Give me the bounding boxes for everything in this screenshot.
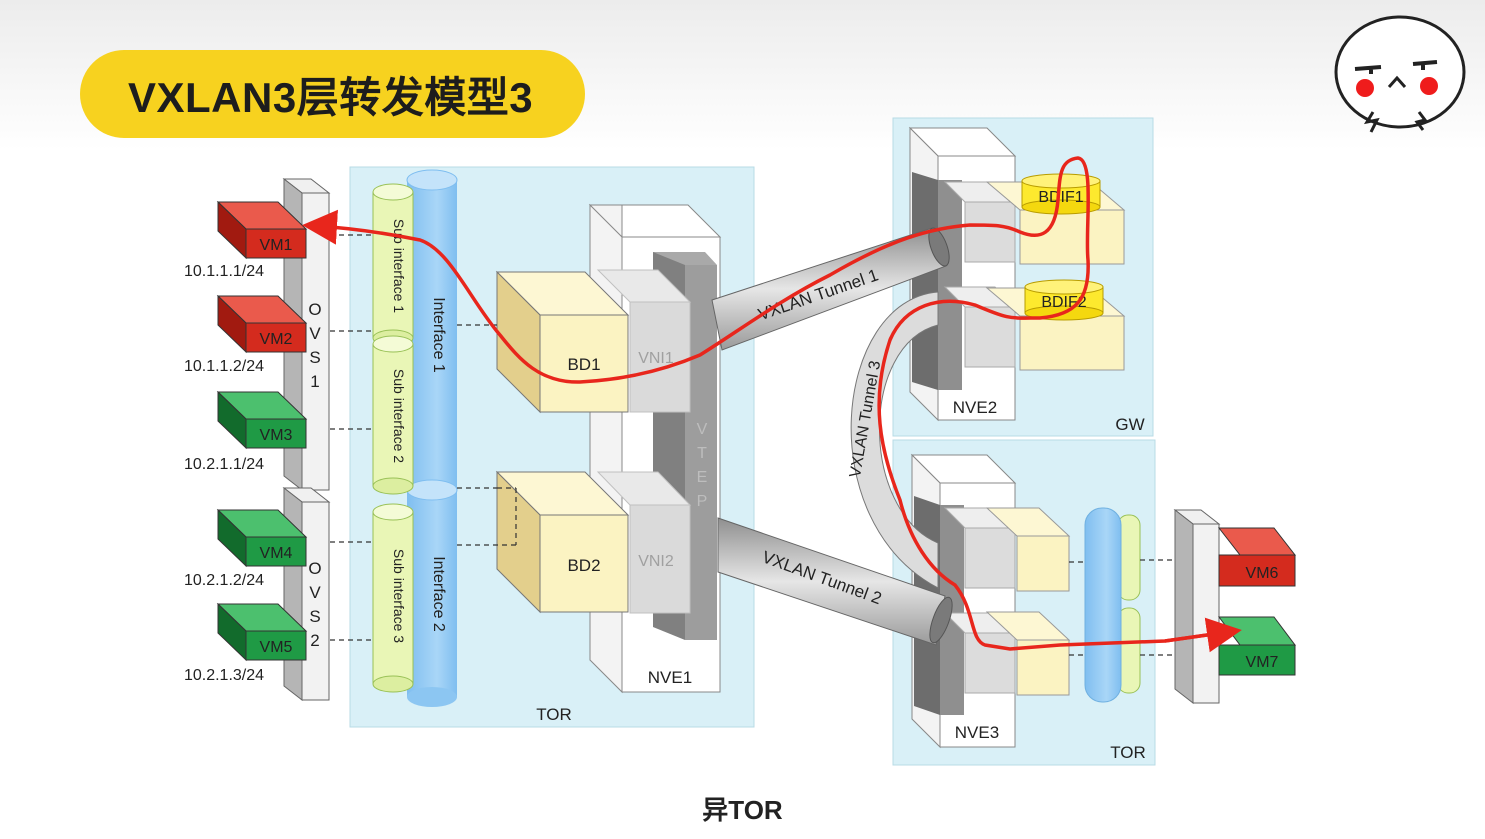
bd2-cube: [495, 470, 630, 614]
vtep-letter-v: V: [697, 421, 708, 438]
page-title: VXLAN3层转发模型3: [128, 73, 534, 121]
mascot-right-eye: [1412, 60, 1438, 70]
vm3-ip: 10.2.1.1/24: [184, 456, 264, 473]
ovs1-letter-v: V: [309, 324, 321, 343]
interface2-cylinder: [406, 479, 458, 707]
mascot-face: [1334, 15, 1466, 133]
vm1-label: VM1: [260, 237, 293, 254]
vxlan-tunnel-1: [711, 227, 950, 351]
vtep-letter-t: T: [697, 445, 707, 462]
sub-interface1-label: Sub interface 1: [391, 219, 407, 313]
bd1-label: BD1: [567, 355, 600, 374]
mascot-left-leg: [1363, 111, 1380, 133]
interface1-label: Interface 1: [430, 297, 447, 373]
vxlan-tunnel-2: [717, 517, 953, 646]
vxlan-tunnel-3: [850, 291, 939, 589]
bd2-label: BD2: [567, 556, 600, 575]
vm3-label: VM3: [260, 427, 293, 444]
mascot-mouth: [1387, 75, 1407, 88]
bdif1-label: BDIF1: [1038, 189, 1083, 206]
ovs-right-bar: [1173, 508, 1221, 705]
vm5-label: VM5: [260, 639, 293, 656]
vm5-ip: 10.2.1.3/24: [184, 667, 264, 684]
vtep-letter-e: E: [697, 469, 708, 486]
sub-interface2-cylinder: [372, 335, 414, 495]
gw-label: GW: [1115, 415, 1144, 434]
tor-right-label: TOR: [1110, 743, 1146, 762]
sub-interface1-cylinder: [372, 183, 414, 347]
dashed-links-right: [1069, 559, 1176, 656]
title-banner: VXLAN3层转发模型3: [80, 50, 585, 138]
sub-interface3-label: Sub interface 3: [391, 549, 407, 643]
ovs2-letter-o: O: [308, 559, 321, 578]
nve3-label: NVE3: [955, 723, 999, 742]
mascot-right-leg: [1414, 111, 1428, 131]
dashed-links-left: [330, 234, 517, 641]
traffic-path-arrow-vm7: [1164, 617, 1242, 653]
ovs1-letter-1: 1: [310, 372, 319, 391]
vm5-box: [216, 602, 308, 662]
ovs1-letter-s: S: [309, 348, 320, 367]
mascot-right-cheek: [1420, 77, 1438, 95]
interface2-label: Interface 2: [430, 556, 447, 632]
ovs2-bar: [282, 486, 331, 702]
vm2-box: [216, 294, 308, 354]
tor-right-interface: [1084, 507, 1141, 703]
vm6-box: [1217, 527, 1297, 587]
vm3-box: [216, 390, 308, 450]
tor-right-cubes: [943, 507, 1071, 696]
ovs1-letter-o: O: [308, 300, 321, 319]
sub-interface2-label: Sub interface 2: [391, 369, 407, 463]
vtep-letter-p: P: [697, 493, 708, 510]
nve1-label: NVE1: [648, 668, 692, 687]
vni1-label: VNI1: [638, 350, 674, 367]
ovs2-letter-s: S: [309, 607, 320, 626]
vni1-cube: [596, 269, 692, 413]
vm6-label: VM6: [1246, 565, 1279, 582]
vm4-box: [216, 508, 308, 568]
vm1-ip: 10.1.1.1/24: [184, 263, 264, 280]
tor-left-label: TOR: [536, 705, 572, 724]
vm1-box: [216, 200, 308, 260]
traffic-path: [302, 156, 1229, 651]
vm2-ip: 10.1.1.2/24: [184, 358, 264, 375]
vni2-label: VNI2: [638, 553, 674, 570]
vm2-label: VM2: [260, 331, 293, 348]
mascot-left-eye: [1354, 65, 1382, 74]
vm7-label: VM7: [1246, 654, 1279, 671]
bd1-cube: [495, 270, 630, 414]
vni2-cube: [596, 471, 692, 614]
mascot-head: [1334, 15, 1466, 129]
vm4-ip: 10.2.1.2/24: [184, 572, 264, 589]
vm4-label: VM4: [260, 545, 293, 562]
ovs2-letter-v: V: [309, 583, 321, 602]
diagram-caption: 异TOR: [702, 795, 783, 825]
mascot-left-cheek: [1356, 79, 1374, 97]
nve2-label: NVE2: [953, 398, 997, 417]
ovs2-letter-2: 2: [310, 631, 319, 650]
sub-interface3-cylinder: [372, 503, 414, 693]
